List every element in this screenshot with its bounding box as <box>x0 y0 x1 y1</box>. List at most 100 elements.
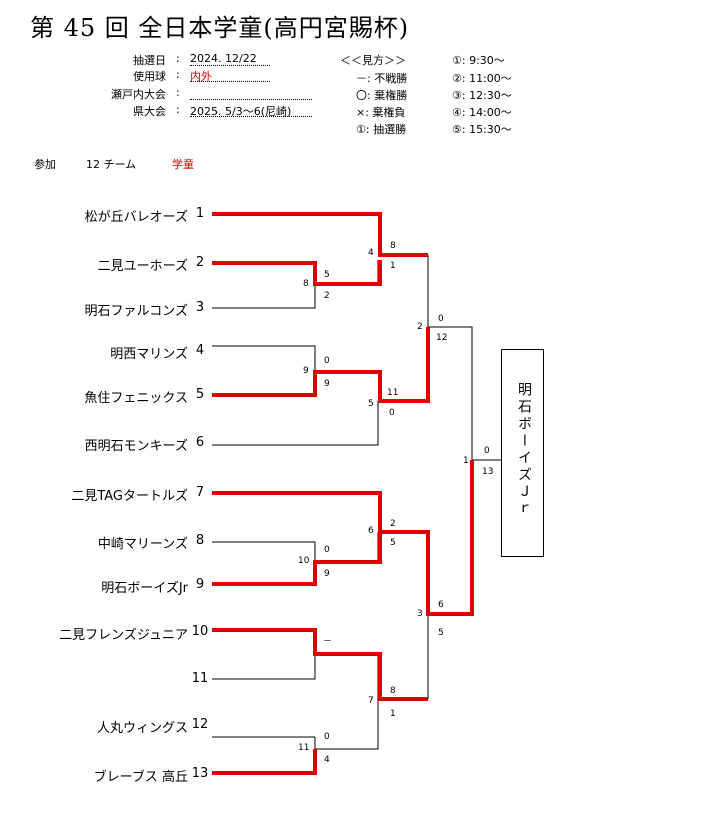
score: 5 <box>438 628 444 638</box>
info-value-setouchi <box>190 86 312 100</box>
team-number: 11 <box>191 671 209 686</box>
team-number: 4 <box>195 343 205 358</box>
score: 12 <box>436 333 448 343</box>
bracket-line <box>212 541 316 562</box>
team-name: 松が丘バレオーズ <box>84 210 188 225</box>
match-number: 4 <box>368 248 374 258</box>
team-name: 二見ユーホーズ <box>97 259 188 274</box>
winner-path <box>212 532 382 586</box>
info-colon: : <box>176 52 180 65</box>
team-number: 6 <box>195 435 205 450</box>
champion-box: 明石ボーイズＪｒ <box>501 349 544 557</box>
participation-count: 12 チーム <box>86 158 137 171</box>
team-name: 西明石モンキーズ <box>84 439 188 454</box>
time-slot: ①: 9:30～ <box>452 54 505 67</box>
score: 0 <box>484 446 490 456</box>
match-number: 3 <box>417 609 423 619</box>
score: 5 <box>390 538 396 548</box>
bracket-line <box>314 699 379 750</box>
score: 13 <box>482 467 494 477</box>
info-label-draw-date: 抽選日 <box>133 54 166 67</box>
info-value-ball: 内外 <box>190 68 270 83</box>
team-number: 10 <box>191 624 209 639</box>
legend-item: －: 不戦勝 <box>356 72 408 85</box>
team-name: 明石ボーイズJr <box>101 581 188 596</box>
time-slot: ③: 12:30～ <box>452 89 512 102</box>
score: 0 <box>389 408 395 418</box>
time-slot: ②: 11:00～ <box>452 72 512 85</box>
team-number: 7 <box>195 485 205 500</box>
score: 8 <box>390 241 396 251</box>
info-label-ball: 使用球 <box>133 70 166 83</box>
team-number: 1 <box>195 206 205 221</box>
legend-item: 〇: 棄権勝 <box>356 89 408 102</box>
page-title: 第 45 回 全日本学童(高円宮賜杯) <box>30 14 410 42</box>
match-number: 8 <box>303 279 309 289</box>
score: 5 <box>324 270 330 280</box>
match-number: 7 <box>368 696 374 706</box>
team-number: 5 <box>195 387 205 402</box>
score: 0 <box>324 545 330 555</box>
time-slot: ④: 14:00～ <box>452 106 512 119</box>
match-number: 6 <box>368 526 374 536</box>
team-name: 明西マリンズ <box>110 347 188 362</box>
winner-path <box>212 260 382 286</box>
team-number: 13 <box>191 766 209 781</box>
team-name: 魚住フェニックス <box>84 391 188 406</box>
match-number: 1 <box>463 456 469 466</box>
match-number: 5 <box>368 399 374 409</box>
score: 1 <box>390 709 396 719</box>
match-number: 11 <box>298 743 310 753</box>
participation-label: 参加 <box>34 158 56 171</box>
time-slot: ⑤: 15:30～ <box>452 123 512 136</box>
team-number: 8 <box>195 533 205 548</box>
score: 2 <box>390 519 396 529</box>
info-colon: : <box>176 68 180 81</box>
winner-path <box>212 749 317 775</box>
score: － <box>323 637 333 647</box>
participation-category: 学童 <box>172 158 194 171</box>
team-number: 9 <box>195 577 205 592</box>
team-number: 3 <box>195 300 205 315</box>
score: 2 <box>324 291 330 301</box>
score: 9 <box>324 569 330 579</box>
match-number: 9 <box>303 366 309 376</box>
bracket-line <box>212 345 316 372</box>
champion-name: 明石ボーイズＪｒ <box>516 382 532 518</box>
winner-path <box>212 327 430 403</box>
team-name: 人丸ウィングス <box>96 721 188 736</box>
winner-path <box>212 460 474 616</box>
winner-path <box>212 628 428 701</box>
bracket-line <box>212 283 330 309</box>
team-name: 二見TAGタートルズ <box>71 489 188 504</box>
score: 1 <box>390 261 396 271</box>
score: 0 <box>324 356 330 366</box>
team-name: 中崎マリーンズ <box>97 537 188 552</box>
winner-path <box>212 212 428 257</box>
info-colon: : <box>176 103 180 116</box>
info-label-prefecture: 県大会 <box>133 105 166 118</box>
legend-item: ×: 棄権負 <box>356 106 406 119</box>
team-name: ブレーブス 高丘 <box>93 770 188 785</box>
legend-item: ①: 抽選勝 <box>356 123 407 136</box>
team-name: 明石ファルコンズ <box>84 304 188 319</box>
bracket-line <box>212 654 316 680</box>
team-name: 二見フレンズジュニア <box>59 628 188 643</box>
info-value-draw-date: 2024. 12/22 <box>190 52 270 66</box>
score: 11 <box>387 388 399 398</box>
score: 0 <box>438 314 444 324</box>
score: 6 <box>438 600 444 610</box>
score: 4 <box>324 755 330 765</box>
info-value-prefecture: 2025. 5/3～6(尼崎) <box>190 103 312 118</box>
score: 0 <box>324 732 330 742</box>
team-number: 2 <box>195 255 205 270</box>
match-number: 2 <box>417 322 423 332</box>
bracket-line <box>428 326 473 460</box>
score: 8 <box>390 686 396 696</box>
team-number: 12 <box>191 717 209 732</box>
score: 9 <box>324 379 330 389</box>
info-colon: : <box>176 86 180 99</box>
bracket-line <box>212 401 379 446</box>
legend-heading: ＜＜見方＞＞ <box>340 54 406 67</box>
